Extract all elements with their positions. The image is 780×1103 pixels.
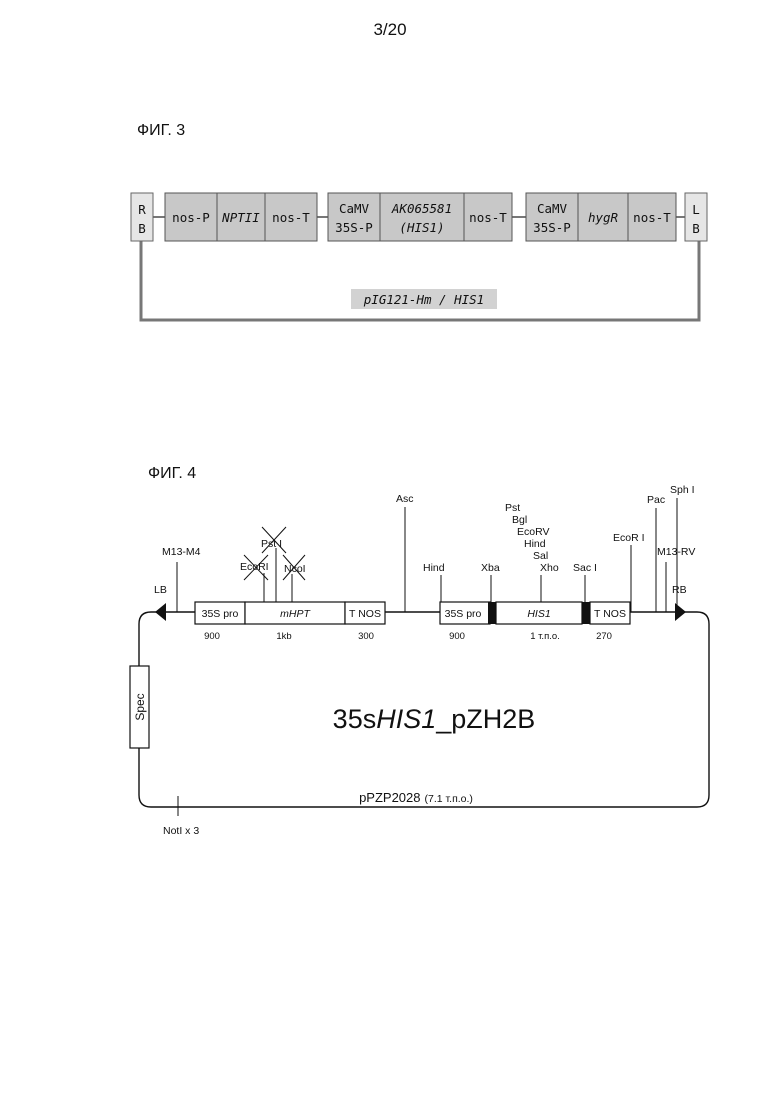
fig4-segment-tnos-1-label: T NOS: [349, 608, 381, 620]
fig4-site-saci: Sac I: [573, 562, 597, 574]
fig3-rb-letter-1: R: [138, 202, 146, 217]
fig4-site-cluster-bgl: Bgl: [512, 514, 527, 526]
fig4-spec-label: Spec: [133, 693, 147, 720]
fig3-block-camv-1-line1: CaMV: [339, 201, 370, 216]
fig4-rb-label: RB: [672, 584, 687, 596]
fig4-plasmid-title: 35sHIS1_pZH2B: [333, 704, 536, 734]
fig3-block-nptii-label: NPTII: [221, 210, 260, 225]
fig4-segment-35s-pro-1-label: 35S pro: [202, 608, 239, 620]
fig4-site-m13rv: M13-RV: [657, 546, 695, 558]
fig4-site-cluster-xho: Xho: [540, 562, 559, 574]
fig4-site-cluster-pst: Pst: [505, 502, 520, 514]
figure-4-plasmid-map: LB RB Spec 35S pro mHPT T NOS 35S pro HI…: [130, 484, 709, 837]
fig3-block-camv-2-line2: 35S-P: [533, 220, 571, 235]
fig3-block-hygr-label: hygR: [588, 210, 619, 225]
fig4-size-35s-2: 900: [449, 631, 465, 642]
fig3-block-camv-1-line2: 35S-P: [335, 220, 373, 235]
fig3-lb-letter-2: B: [692, 221, 700, 236]
fig4-site-ecori-2: EcoR I: [613, 532, 645, 544]
fig4-site-cluster-hind: Hind: [524, 538, 546, 550]
fig4-site-pac: Pac: [647, 494, 665, 506]
fig4-backbone-name: pPZP2028: [359, 790, 420, 805]
fig4-segment-mhpt-label: mHPT: [280, 608, 311, 620]
fig4-site-asc: Asc: [396, 493, 414, 505]
fig4-site-noti: NotI x 3: [163, 825, 199, 837]
fig4-site-m13m4: M13-M4: [162, 546, 201, 558]
fig4-size-tnos-1: 300: [358, 631, 374, 642]
fig4-size-tnos-2: 270: [596, 631, 612, 642]
fig3-block-ak065581-line2: (HIS1): [399, 220, 444, 235]
fig4-lb-label: LB: [154, 584, 167, 596]
fig4-lb-arrow-icon: [155, 603, 166, 621]
fig4-junction-marker-2: [582, 602, 590, 624]
fig3-block-nos-p-label: nos-P: [172, 210, 210, 225]
fig4-site-xba: Xba: [481, 562, 500, 574]
fig3-block-nos-t-3-label: nos-T: [633, 210, 671, 225]
fig4-size-his1: 1 т.п.о.: [530, 631, 560, 642]
fig4-site-sphi: Sph I: [670, 484, 695, 496]
fig3-block-nos-t-2-label: nos-T: [469, 210, 507, 225]
fig4-size-35s-1: 900: [204, 631, 220, 642]
fig3-plasmid-name: pIG121-Hm / HIS1: [363, 292, 484, 307]
fig4-size-mhpt: 1kb: [276, 631, 291, 642]
fig3-block-camv-2-line1: CaMV: [537, 201, 568, 216]
fig4-title-prefix: 35s: [333, 704, 377, 734]
fig4-site-hind: Hind: [423, 562, 445, 574]
fig4-site-cluster-sal: Sal: [533, 550, 548, 562]
fig4-site-psti: Pst I: [261, 538, 282, 550]
fig4-title-suffix: _pZH2B: [435, 704, 535, 734]
fig4-junction-marker-1: [488, 602, 496, 624]
fig4-backbone-label: pPZP2028 (7.1 т.п.о.): [359, 790, 473, 805]
fig4-title-gene: HIS1: [376, 704, 436, 734]
fig3-lb-letter-1: L: [692, 202, 700, 217]
fig4-site-cluster-ecorv: EcoRV: [517, 526, 550, 538]
fig4-segment-35s-pro-2-label: 35S pro: [445, 608, 482, 620]
fig4-segment-his1-label: HIS1: [527, 608, 550, 620]
fig4-site-ecori-x: EcoRI: [240, 561, 269, 573]
fig3-block-nos-t-1-label: nos-T: [272, 210, 310, 225]
fig3-rb-letter-2: B: [138, 221, 146, 236]
fig4-backbone-size: (7.1 т.п.о.): [425, 793, 473, 805]
fig3-block-ak065581-line1: AK065581: [391, 201, 452, 216]
figure-3-construct: R B L B nos-P NPTII nos-T CaMV 35S-P AK0…: [131, 193, 707, 320]
fig4-segment-tnos-2-label: T NOS: [594, 608, 626, 620]
